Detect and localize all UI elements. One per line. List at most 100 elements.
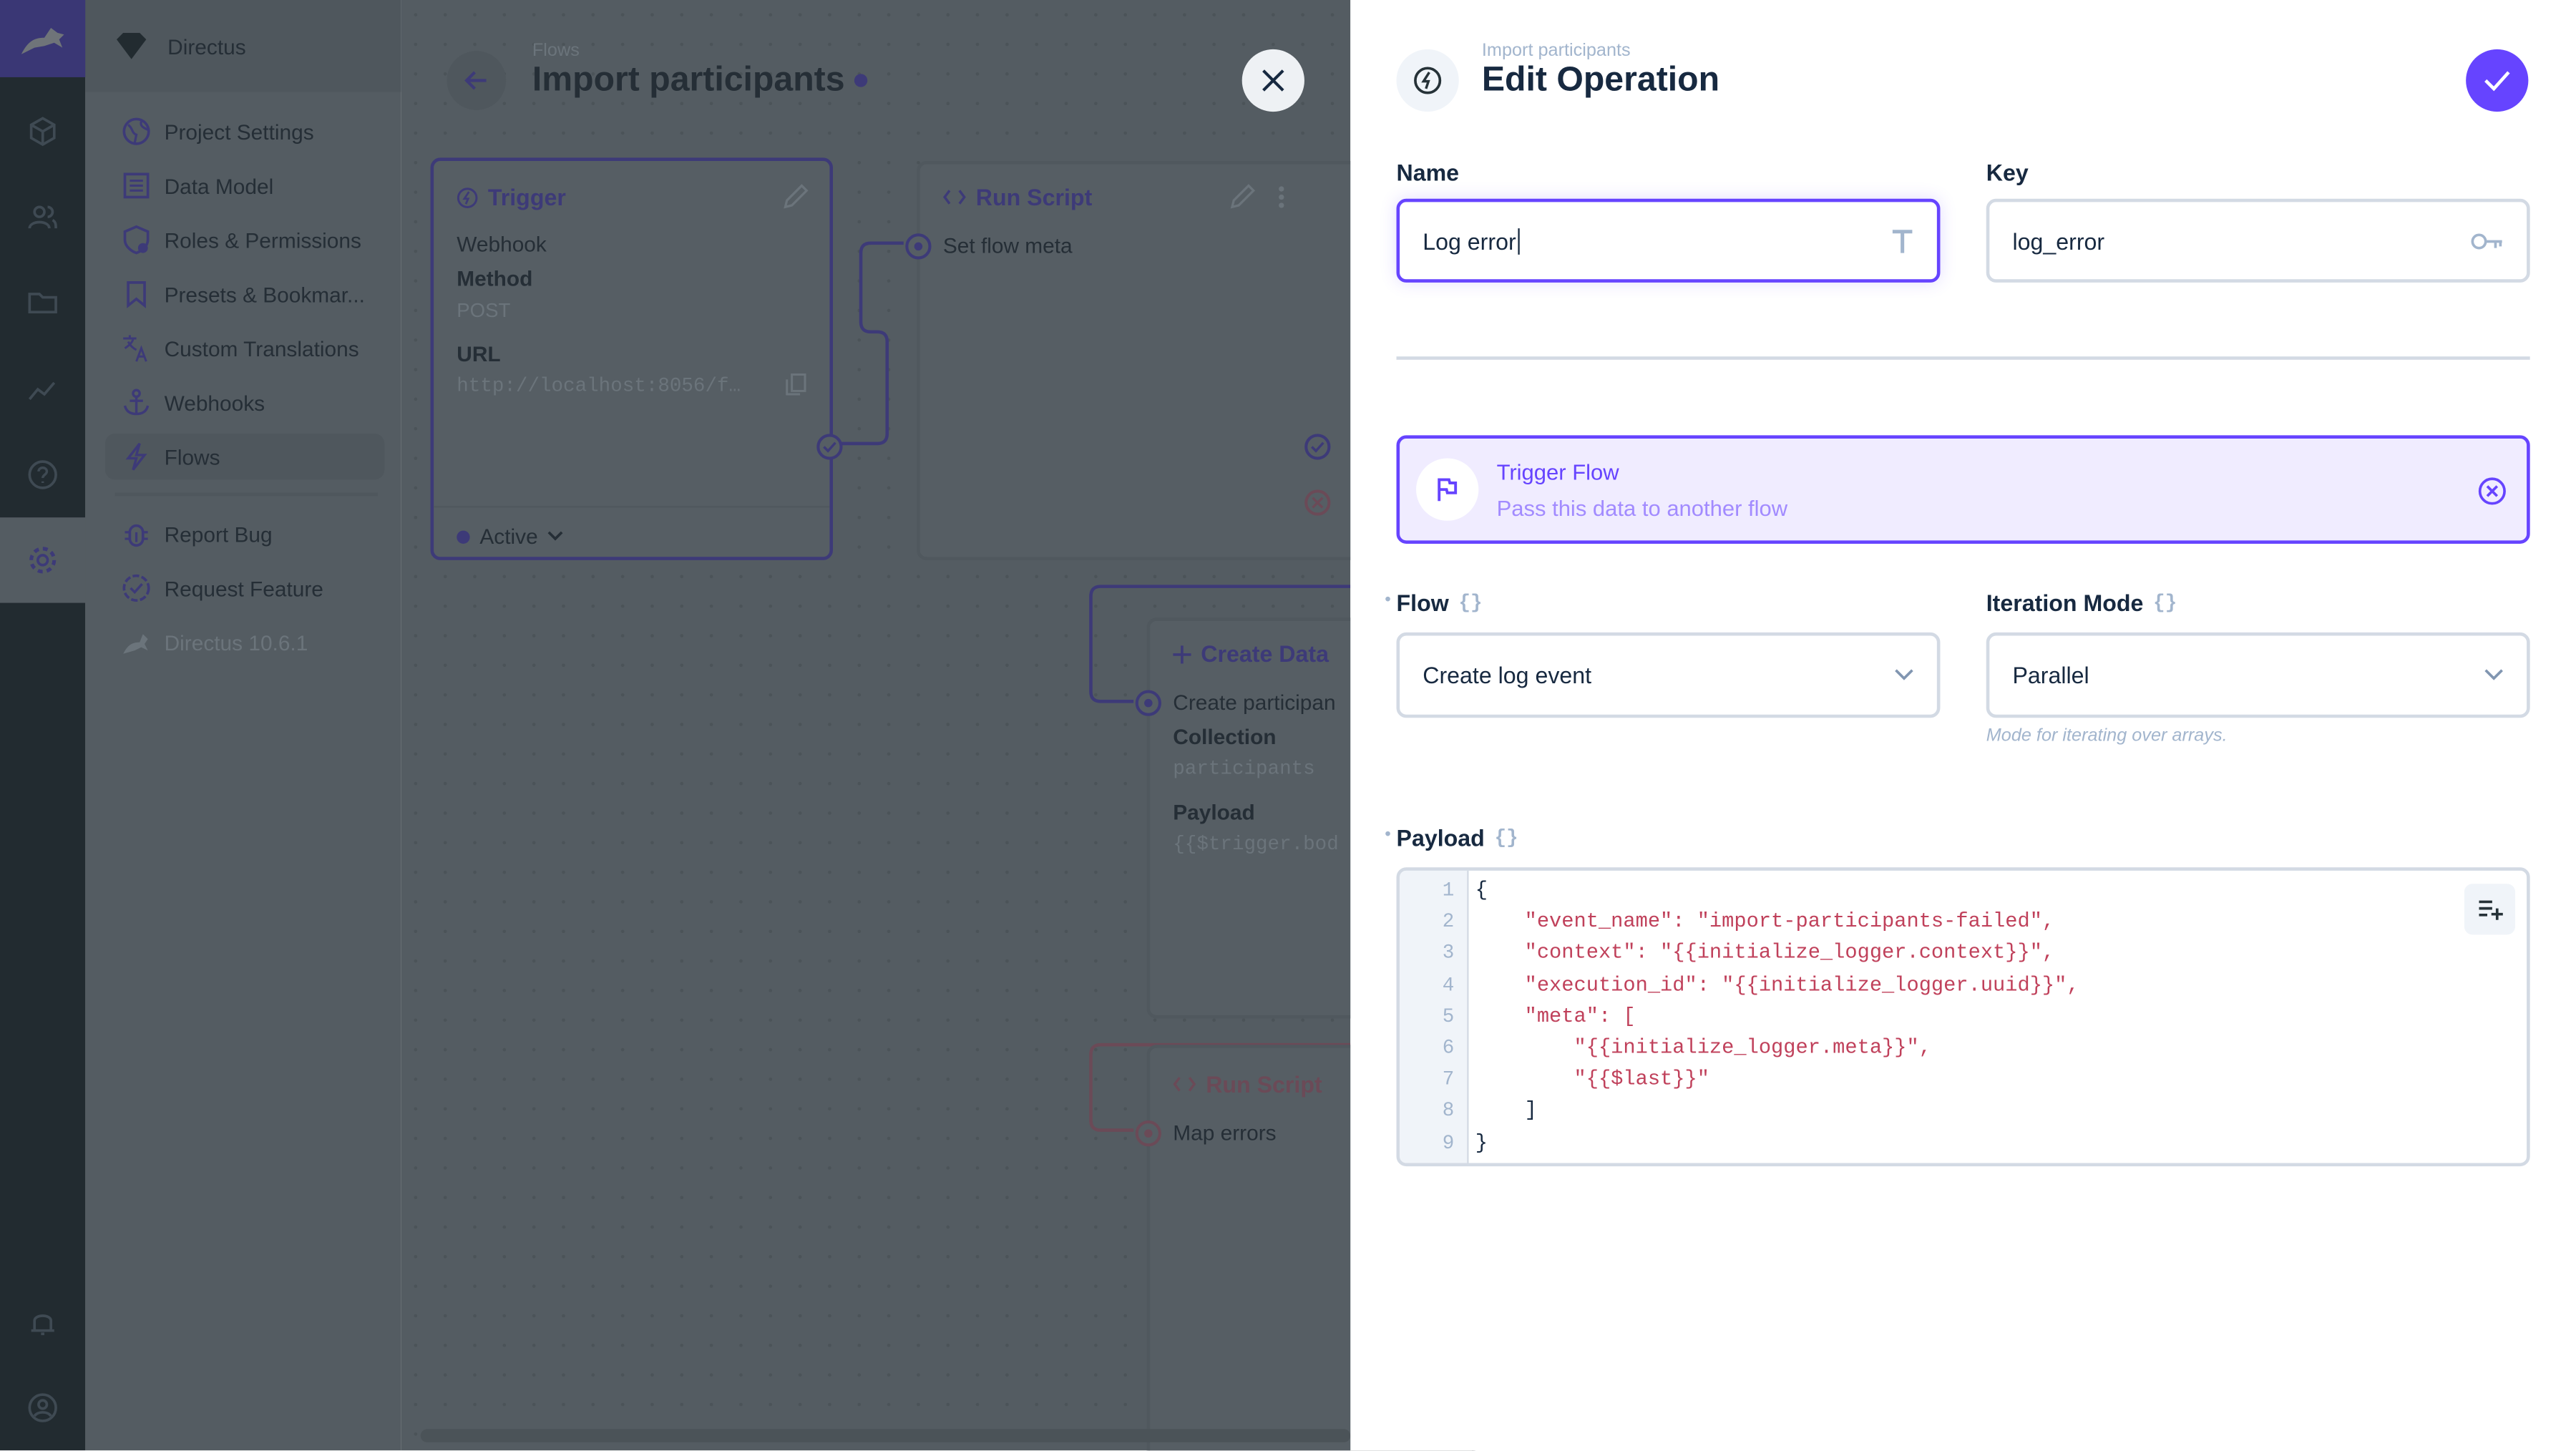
insights-module-button[interactable] [0,346,85,431]
resolve-handle-check-icon[interactable] [816,434,843,460]
chevron-down-icon [2484,669,2503,680]
nav-item-custom-translations[interactable]: Custom Translations [105,326,384,371]
help-module-button[interactable] [0,432,85,517]
code-line: } [1475,1130,1488,1155]
code-line: "{{$last}}" [1475,1068,1709,1091]
payload-label: Payload [1173,800,1255,825]
line-number: 8 [1442,1099,1455,1123]
module-rail [0,0,86,1451]
shield-icon [123,225,150,255]
nav-item-label: Data Model [164,173,274,198]
resolve-handle-check-icon[interactable] [1304,434,1331,460]
text-type-icon [1892,229,1913,253]
line-number: 3 [1442,942,1455,965]
line-number: 9 [1442,1130,1455,1155]
iteration-mode-label: Iteration Mode{} [1986,590,2177,616]
back-button[interactable] [447,51,507,110]
nav-item-webhooks[interactable]: Webhooks [105,379,384,425]
version-info[interactable]: Directus 10.6.1 [105,620,384,665]
iteration-mode-hint: Mode for iterating over arrays. [1986,726,2228,746]
input-handle-icon[interactable] [1135,1120,1161,1147]
url-label: URL [457,341,501,366]
insert-template-button[interactable] [2464,884,2516,935]
raw-value-braces-icon[interactable]: {} [1494,826,1518,849]
raw-value-braces-icon[interactable]: {} [2153,591,2177,615]
translate-icon [123,335,147,362]
name-input[interactable]: Log error [1396,198,1941,283]
check-icon [2484,71,2510,92]
users-icon [28,205,57,229]
trigger-card[interactable]: Trigger Webhook Method POST URL http://l… [430,157,843,560]
trigger-type: Webhook [457,231,547,257]
horizontal-scrollbar[interactable] [420,1429,1351,1442]
rabbit-icon [21,26,64,54]
bell-icon [31,1314,54,1336]
nav-item-label: Project Settings [164,119,314,144]
bug-icon [125,524,148,547]
breadcrumb[interactable]: Flows [532,41,580,61]
line-number: 2 [1442,910,1455,934]
nav-item-request-feature[interactable]: Request Feature [105,565,384,611]
code-line: "context": "{{initialize_logger.context}… [1475,942,2055,965]
payload-label: •Payload{} [1385,824,1518,851]
nav-item-label: Request Feature [164,575,323,601]
nav-item-data-model[interactable]: Data Model [105,162,384,208]
line-number: 6 [1442,1036,1455,1060]
account-icon [28,1393,57,1422]
copy-icon[interactable] [785,373,806,396]
notifications-button[interactable] [0,1280,85,1365]
operation-name: Map errors [1173,1120,1277,1145]
key-input[interactable]: log_error [1986,198,2530,283]
close-icon [1262,69,1284,92]
payload-code-editor[interactable]: 1{2 "event_name": "import-participants-f… [1396,867,2530,1167]
flow-select[interactable]: Create log event [1396,632,1941,718]
line-number: 4 [1442,973,1455,997]
operation-name: Set flow meta [942,233,1073,258]
cube-icon [29,117,56,147]
drawer-title: Edit Operation [1481,60,1720,99]
selected-operation-card[interactable]: Trigger Flow Pass this data to another f… [1396,435,2530,544]
version-label: Directus 10.6.1 [164,630,308,655]
project-name: Directus [167,34,246,59]
user-menu-button[interactable] [0,1365,85,1450]
nav-item-flows[interactable]: Flows [104,434,385,480]
directus-logo[interactable] [0,0,86,77]
raw-value-braces-icon[interactable]: {} [1458,591,1483,615]
required-dot: • [1385,826,1391,845]
trigger-card-title: Trigger [457,184,566,210]
anchor-icon [123,389,150,416]
globe-icon [122,117,150,145]
flow-canvas[interactable]: Flows Import participants Trigger Webhoo… [401,0,1475,1451]
page-title: Import participants [532,61,868,100]
name-label: Name [1396,159,1460,186]
reject-handle-x-icon[interactable] [1304,489,1331,516]
iteration-mode-select[interactable]: Parallel [1986,632,2530,718]
more-vert-icon[interactable] [1278,184,1284,210]
drawer-breadcrumb: Import participants [1481,41,1631,61]
files-module-button[interactable] [0,260,85,345]
save-button[interactable] [2466,49,2529,112]
run-script-card[interactable]: Run Script Set flow meta [905,160,1377,560]
edit-pencil-icon[interactable] [782,184,809,210]
status-dropdown[interactable]: Active [457,524,564,549]
nav-item-presets-bookmarks[interactable]: Presets & Bookmar... [105,271,384,317]
content-module-button[interactable] [0,89,85,174]
collection-value: participants [1173,757,1315,781]
code-line: ] [1475,1099,1537,1123]
project-header[interactable]: Directus [85,0,401,92]
deselect-close-circle-icon[interactable] [2477,477,2507,506]
nav-item-project-settings[interactable]: Project Settings [105,109,384,155]
close-drawer-button[interactable] [1241,49,1304,112]
nav-item-report-bug[interactable]: Report Bug [105,511,384,557]
code-line: "{{initialize_logger.meta}}", [1475,1036,1931,1060]
edit-pencil-icon[interactable] [1229,184,1256,210]
nav-item-label: Webhooks [164,390,265,415]
nav-item-roles-permissions[interactable]: Roles & Permissions [105,217,384,263]
input-handle-icon[interactable] [1135,690,1161,716]
card-divider [434,506,830,508]
input-handle-icon[interactable] [905,233,932,260]
settings-module-button[interactable] [0,517,86,603]
users-module-button[interactable] [0,174,85,259]
operation-title: Trigger Flow [1496,459,1619,485]
bolt-icon [125,442,147,471]
